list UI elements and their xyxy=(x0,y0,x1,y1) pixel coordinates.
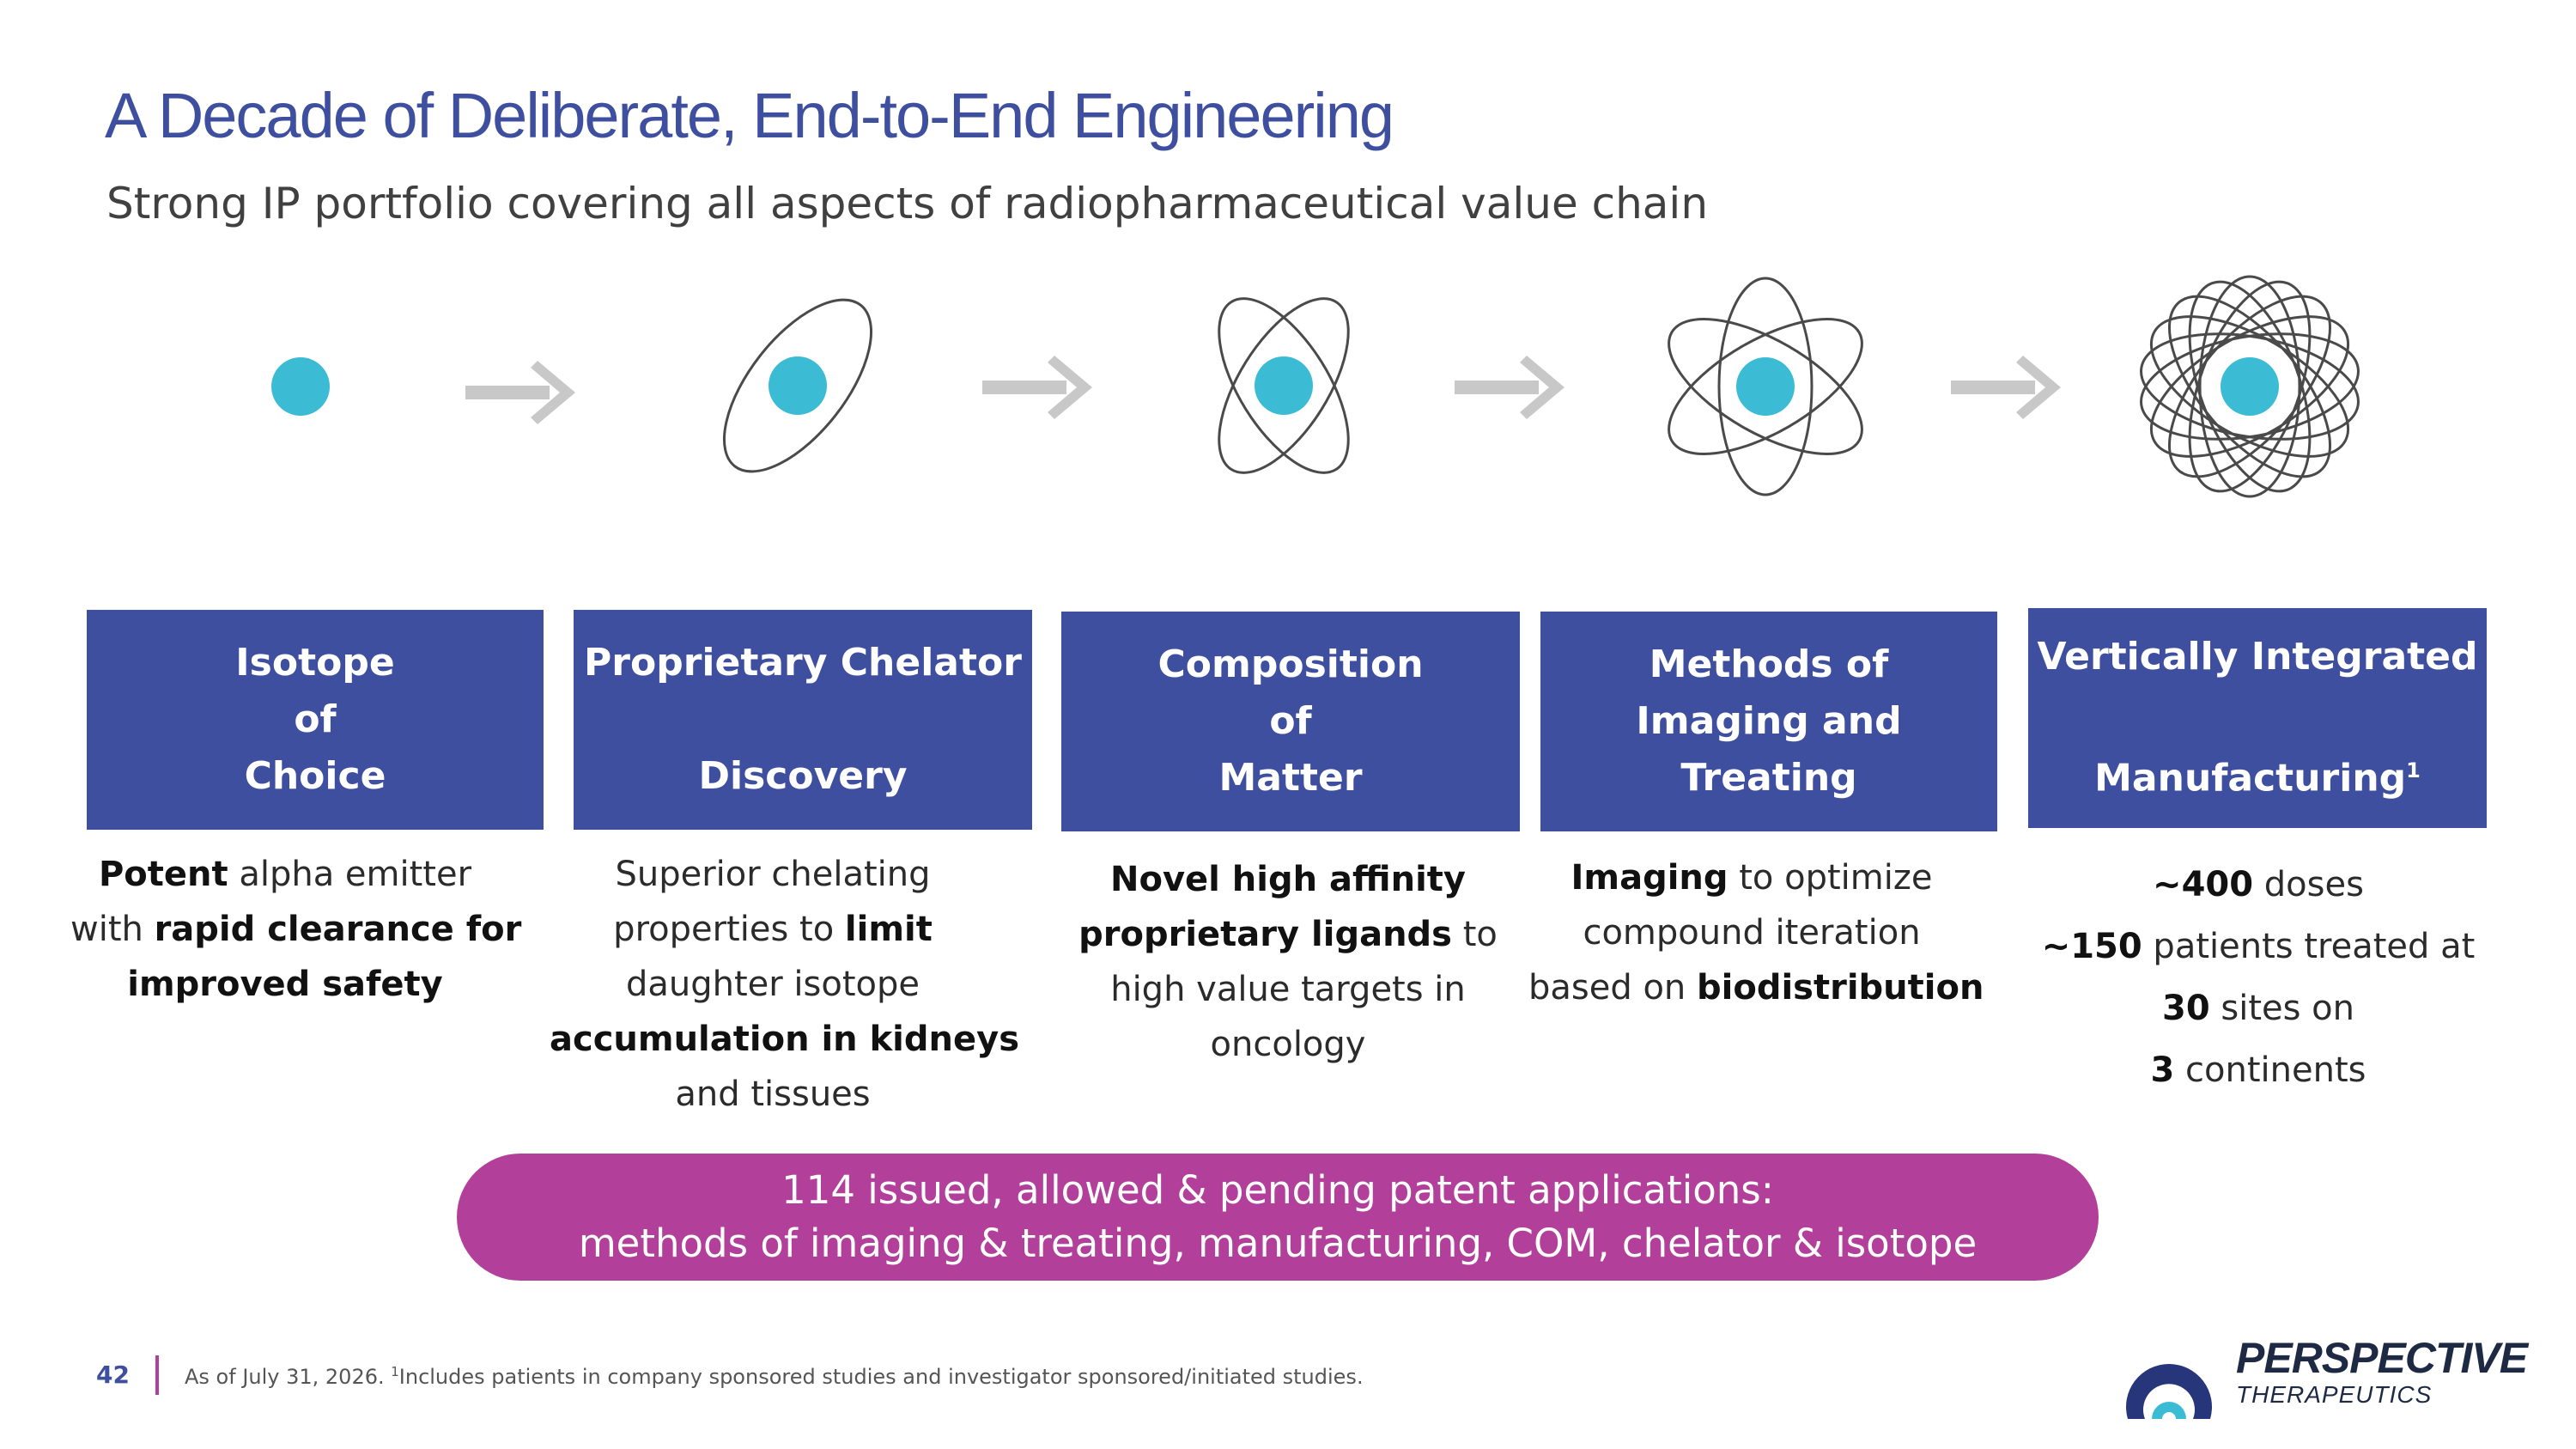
right-arrow-icon xyxy=(465,361,575,424)
pillar-heading-isotope: Isotope of Choice xyxy=(87,610,544,830)
desc-line: Novel high affinity xyxy=(1109,860,1466,899)
right-arrow-icon xyxy=(1455,356,1564,419)
patent-summary-banner: 114 issued, allowed & pending patent app… xyxy=(457,1154,2099,1281)
banner-line-2: methods of imaging & treating, manufactu… xyxy=(578,1221,1978,1266)
single-orbit-atom-icon xyxy=(722,298,873,473)
right-arrow-icon xyxy=(1951,356,2061,419)
multi-orbit-atom-icon xyxy=(2140,275,2360,498)
desc-line: oncology xyxy=(1210,1025,1366,1064)
desc-line: Imaging to optimize xyxy=(1571,858,1933,898)
page-subtitle: Strong IP portfolio covering all aspects… xyxy=(106,179,1709,228)
desc-line: accumulation in kidneys xyxy=(550,1020,1020,1059)
pillar-desc-methods: Imaging to optimize compound iteration bas… xyxy=(1528,850,1984,1015)
triple-orbit-atom-icon xyxy=(1668,277,1863,496)
page-number: 42 xyxy=(96,1361,130,1389)
logo-subtitle: THERAPEUTICS xyxy=(2236,1381,2433,1408)
pillar-desc-isotope: Potent alpha emitter with rapid clearance… xyxy=(70,847,522,1012)
pillar-desc-manufacturing: ~400 doses ~150 patients treated at 30 sit… xyxy=(2035,854,2482,1101)
pillar-heading-methods: Methods of Imaging and Treating xyxy=(1540,612,1997,831)
desc-line: 3 continents xyxy=(2150,1050,2366,1090)
desc-line: ~150 patients treated at xyxy=(2041,927,2476,966)
pillar-heading-chelator: Proprietary Chelator Discovery xyxy=(574,610,1032,830)
dot-icon xyxy=(271,357,330,416)
desc-line: daughter isotope xyxy=(625,965,920,1004)
right-arrow-icon xyxy=(982,356,1092,419)
desc-line: Potent alpha emitter xyxy=(98,855,472,894)
page-title: A Decade of Deliberate, End-to-End Engin… xyxy=(105,80,1394,151)
desc-line: with rapid clearance for xyxy=(70,910,522,949)
pillar-heading-manufacturing: Vertically Integrated Manufacturing1 xyxy=(2028,608,2487,828)
desc-line: proprietary ligands to xyxy=(1078,915,1498,954)
desc-line: properties to limit xyxy=(613,910,933,949)
pillar-heading-composition: Composition of Matter xyxy=(1061,612,1520,831)
desc-line: high value targets in xyxy=(1110,970,1466,1009)
desc-line: and tissues xyxy=(675,1075,871,1114)
desc-line: 30 sites on xyxy=(2161,989,2354,1028)
pillar-desc-chelator: Superior chelating properties to limit dau… xyxy=(550,847,1020,1122)
perspective-logo-icon xyxy=(2126,1364,2212,1419)
footer-divider xyxy=(155,1355,159,1395)
desc-line: compound iteration xyxy=(1583,913,1921,953)
desc-line: based on biodistribution xyxy=(1528,968,1984,1008)
pillar-desc-composition: Novel high affinity proprietary ligands t… xyxy=(1065,852,1511,1072)
logo-wordmark: PERSPECTIVE xyxy=(2236,1334,2528,1382)
banner-line-1: 114 issued, allowed & pending patent app… xyxy=(781,1167,1774,1213)
double-orbit-atom-icon xyxy=(1218,297,1350,474)
desc-line: improved safety xyxy=(127,965,443,1004)
desc-line: ~400 doses xyxy=(2153,865,2364,904)
footnote: As of July 31, 2026. 1Includes patients … xyxy=(185,1364,1364,1389)
desc-line: Superior chelating xyxy=(615,855,931,894)
